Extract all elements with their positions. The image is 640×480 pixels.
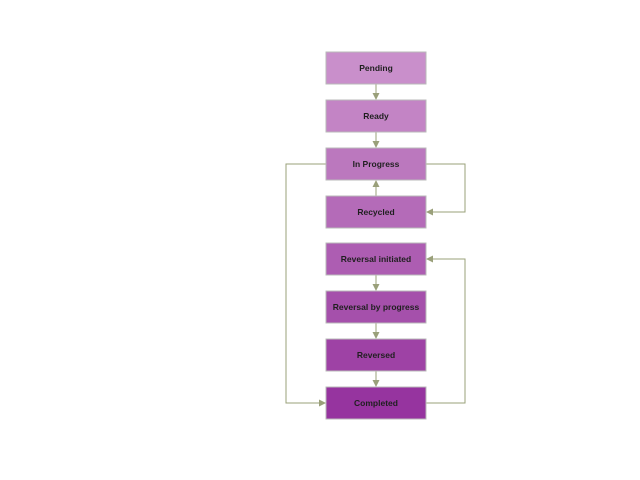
state-label-completed: Completed — [354, 398, 398, 408]
connector-in-progress-to-completed — [285, 163, 326, 407]
state-label-pending: Pending — [359, 63, 393, 73]
state-node-completed: Completed — [325, 386, 427, 420]
state-label-recycled: Recycled — [357, 207, 394, 217]
state-box-ready — [325, 99, 427, 133]
state-node-reversed: Reversed — [325, 338, 427, 372]
state-node-pending: Pending — [325, 51, 427, 85]
state-box-in-progress — [325, 147, 427, 181]
state-box-reversed — [325, 338, 427, 372]
state-box-pending — [325, 51, 427, 85]
connectors — [285, 84, 466, 407]
state-node-in-progress: In Progress — [325, 147, 427, 181]
connector-completed-to-reversal-initiated — [426, 255, 466, 404]
state-box-recycled — [325, 195, 427, 229]
state-box-completed — [325, 386, 427, 420]
state-box-reversal-by-progress — [325, 290, 427, 324]
state-node-reversal-by-progress: Reversal by progress — [325, 290, 427, 324]
state-label-in-progress: In Progress — [353, 159, 400, 169]
state-node-recycled: Recycled — [325, 195, 427, 229]
state-box-reversal-initiated — [325, 242, 427, 276]
state-node-reversal-initiated: Reversal initiated — [325, 242, 427, 276]
state-label-reversed: Reversed — [357, 350, 395, 360]
connector-in-progress-to-recycled — [426, 163, 466, 216]
state-label-ready: Ready — [363, 111, 389, 121]
state-node-ready: Ready — [325, 99, 427, 133]
state-label-reversal-by-progress: Reversal by progress — [333, 302, 420, 312]
state-label-reversal-initiated: Reversal initiated — [341, 254, 411, 264]
